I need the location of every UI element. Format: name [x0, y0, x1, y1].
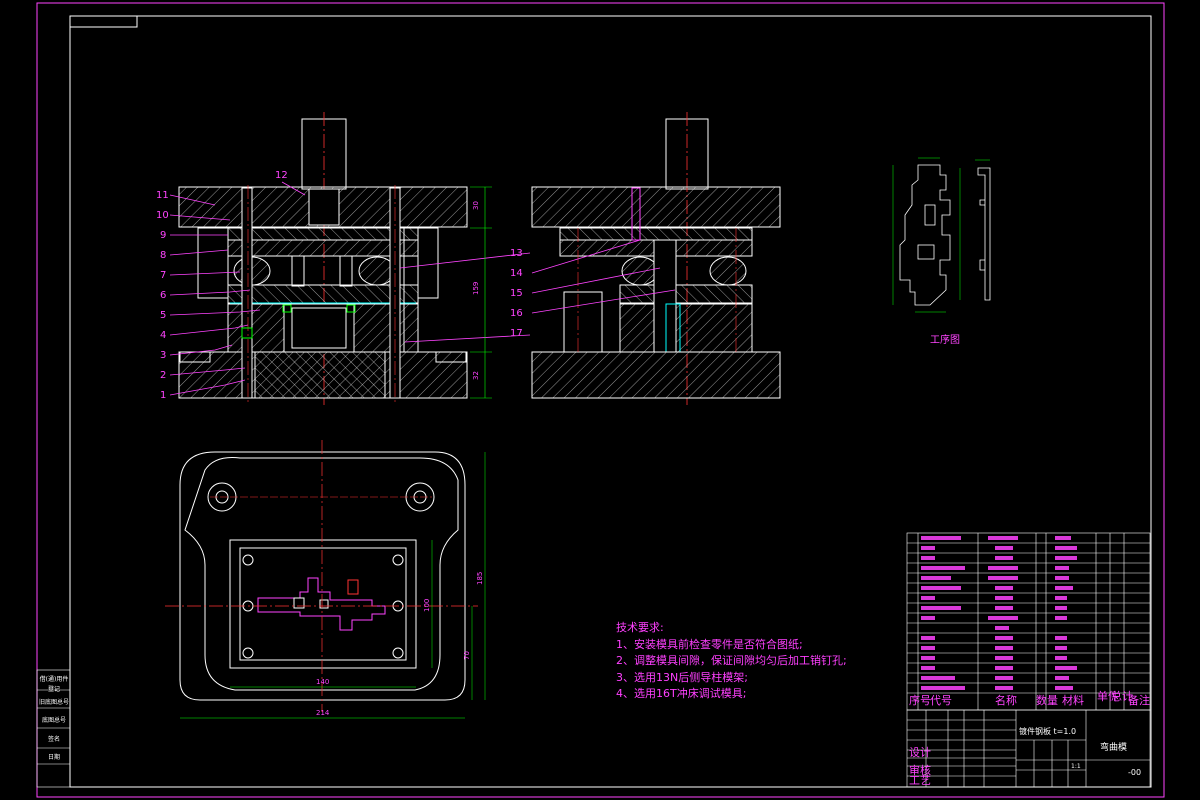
svg-text:总计: 总计 [1111, 689, 1133, 703]
svg-text:备注: 备注 [1128, 693, 1150, 707]
side-label-date: 日期 [47, 754, 60, 761]
part-label-12: 12 [275, 170, 288, 181]
inner-border [69, 15, 1152, 788]
technical-notes: 技术要求: 1、安装模具前检查零件是否符合图纸; 2、调整模具间隙，保证间隙均匀… [616, 620, 847, 703]
part-label-2: 2 [160, 370, 166, 381]
note-3: 3、选用13N后侧导柱模架; [616, 670, 748, 684]
svg-text:名称: 名称 [995, 693, 1017, 707]
side-label-old-base: 旧底图总号 [38, 699, 69, 706]
part-label-11: 11 [156, 190, 169, 201]
notes-title: 技术要求: [616, 621, 664, 634]
side-label-base: 底图总号 [41, 717, 66, 724]
corner-box [69, 15, 138, 28]
part-label-8: 8 [160, 250, 166, 261]
dim-plan-small-height: 70 [463, 651, 471, 660]
part-label-14: 14 [510, 268, 523, 279]
note-2: 2、调整模具间隙，保证间隙均匀后加工销钉孔; [616, 654, 847, 667]
part-label-5: 5 [160, 310, 166, 321]
part-number-labels: 1 2 3 4 5 6 7 8 9 10 11 12 13 14 15 16 1… [156, 170, 523, 401]
part-name: 镀件钢板 t=1.0 [1019, 726, 1076, 736]
svg-text:单件: 单件 [1097, 690, 1119, 703]
note-4: 4、选用16T冲床调试模具; [616, 687, 747, 700]
dim-plan-inner-width: 140 [316, 678, 329, 686]
process-dimensions [892, 157, 990, 313]
outer-border [36, 2, 1165, 798]
part-label-3: 3 [160, 350, 166, 361]
drawing-number: -00 [1128, 768, 1141, 777]
approval-design: 设计 [909, 746, 931, 759]
parts-list-fill [921, 536, 1077, 690]
dim-plan-outer-height: 185 [476, 572, 484, 585]
dim-upper: 30 [472, 201, 480, 210]
svg-text:材料: 材料 [1062, 693, 1084, 707]
dim-lower: 32 [472, 371, 480, 380]
part-label-13: 13 [510, 248, 523, 259]
part-label-10: 10 [156, 210, 169, 221]
plan-view [165, 440, 478, 712]
svg-text:数量: 数量 [1036, 694, 1058, 707]
part-label-16: 16 [510, 308, 523, 319]
process-part-drawing [899, 164, 991, 306]
parts-list-header: 序号 代号 名称 数量 材料 单件 总计 备注 [909, 689, 1150, 707]
part-label-9: 9 [160, 230, 166, 241]
drawing-title: 弯曲模 [1100, 741, 1127, 753]
dim-plan-inner-height: 100 [423, 599, 431, 612]
note-1: 1、安装模具前检查零件是否符合图纸; [616, 637, 803, 651]
part-label-4: 4 [160, 330, 166, 341]
side-record-strip [36, 669, 71, 788]
side-label-borrowed: 借(通)用件 [39, 676, 69, 683]
part-label-7: 7 [160, 270, 166, 281]
dim-total: 159 [472, 282, 480, 295]
svg-text:代号: 代号 [930, 694, 952, 707]
parts-list-grid [906, 532, 1151, 711]
dim-plan-outer-width: 214 [316, 709, 330, 717]
approval-process: 工艺 [909, 774, 931, 787]
plan-dimensions [180, 452, 486, 719]
process-title: 工序图 [930, 333, 960, 346]
front-dimensions [470, 186, 492, 399]
side-label-sign: 签名 [47, 736, 60, 743]
approval-review: 审核 [909, 763, 931, 777]
front-section-view [178, 112, 468, 405]
drawing-scale: 1:1 [1071, 763, 1081, 770]
side-section-view [531, 112, 781, 405]
part-label-17: 17 [510, 328, 523, 339]
side-leaders [531, 239, 676, 314]
part-label-6: 6 [160, 290, 166, 301]
part-leaders-left [169, 181, 531, 396]
title-block-grid [906, 709, 1151, 788]
part-label-15: 15 [510, 288, 523, 299]
svg-text:序号: 序号 [909, 693, 931, 707]
part-label-1: 1 [160, 390, 166, 401]
side-label-register: 登记 [47, 686, 60, 693]
